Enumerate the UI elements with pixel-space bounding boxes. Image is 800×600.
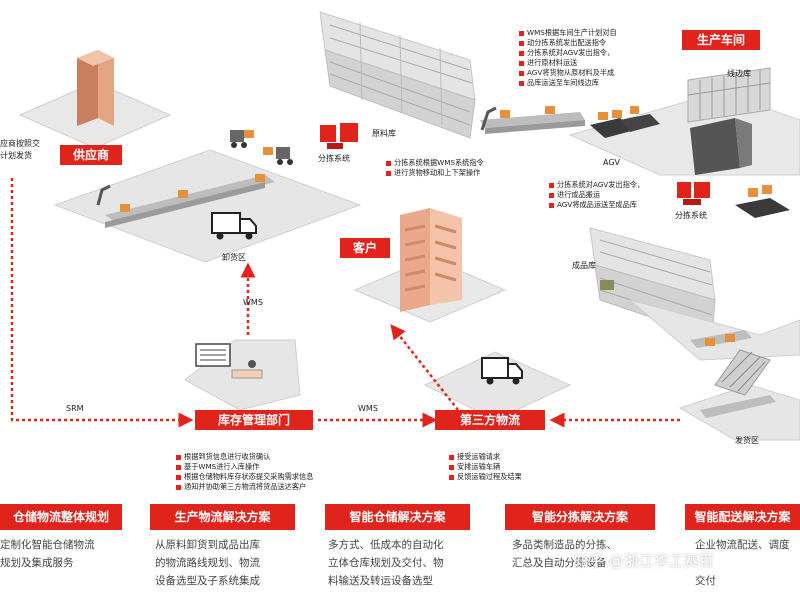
label-unload-area: 卸货区 xyxy=(222,253,246,262)
solution-title-sorting: 智能分拣解决方案 xyxy=(505,504,655,530)
note-item: 根据仓储物料库存状态提交采购需求信息 xyxy=(175,472,313,482)
supplier-note-line2: 计划发货 xyxy=(0,151,32,160)
customer-platform xyxy=(353,208,507,323)
note-item: 分拣系统根据WMS系统指令 xyxy=(385,158,484,168)
label-raw-store: 原料库 xyxy=(372,129,396,138)
node-supplier: 供应商 xyxy=(60,145,122,165)
note-item: 分拣系统对AGV发出指令， xyxy=(518,48,617,58)
solution-title-delivery: 智能配送解决方案 xyxy=(685,504,800,530)
inventory-platform xyxy=(184,339,301,411)
note-item: 分拣系统对AGV发出指令， xyxy=(548,180,644,190)
note-item: WMS根据车间生产计划对自 xyxy=(518,28,617,38)
watermark: 知乎 @浙江华工赛百 xyxy=(574,552,714,570)
note-item: 基于WMS进行入库操作 xyxy=(175,462,313,472)
supplier-platform xyxy=(18,50,172,149)
agv-vehicles xyxy=(590,106,660,138)
solution-desc-sorting: 多品类制造品的分拣、 汇总及自动分拣设备 xyxy=(512,539,617,569)
note-top-right: WMS根据车间生产计划对自 动分拣系统发出配送指令 分拣系统对AGV发出指令， … xyxy=(518,28,617,88)
label-agv: AGV xyxy=(603,158,621,167)
solution-desc-planning: 定制化智能仓储物流 规划及集成服务 xyxy=(0,539,95,569)
label-wms-horizontal: WMS xyxy=(358,404,378,413)
workshop-conveyor xyxy=(480,106,585,134)
note-item: 通知并协助第三方物流将货品送达客户 xyxy=(175,482,313,492)
label-line-store: 线边库 xyxy=(727,69,751,78)
note-item-cont: 进行原材料运送 xyxy=(518,58,617,68)
solution-title-warehouse: 智能仓储解决方案 xyxy=(325,504,470,530)
label-ship-area: 发货区 xyxy=(735,436,759,445)
note-item: 接受运输请求 xyxy=(448,452,522,462)
truck-unload-icon xyxy=(211,212,257,240)
note-middle: 分拣系统根据WMS系统指令 进行货物移动和上下架操作 xyxy=(385,158,484,178)
node-workshop: 生产车间 xyxy=(682,30,760,50)
note-item: 安排运输车辆 xyxy=(448,462,522,472)
agv-right xyxy=(735,185,790,218)
label-wms-vertical: WMS xyxy=(243,298,263,307)
node-inventory-dept: 库存管理部门 xyxy=(195,410,313,430)
logistics-platform xyxy=(423,351,572,421)
note-item: AGV将成品运送至成品库 xyxy=(548,200,644,210)
sorting-boxes-right-icon xyxy=(677,182,710,205)
note-item-cont: 动分拣系统发出配送指令 xyxy=(518,38,617,48)
note-inventory: 根据到货信息进行收货确认 基于WMS进行入库操作 根据仓储物料库存状态提交采购需… xyxy=(175,452,313,492)
solution-desc-production: 从原料卸货到成品出库 的物流路线规划、物流 设备选型及子系统集成 xyxy=(155,539,260,587)
note-item-cont: 品库运送至车间线边库 xyxy=(518,78,617,88)
unloading-platform xyxy=(53,149,362,263)
node-third-party-logistics: 第三方物流 xyxy=(435,410,545,430)
raw-material-warehouse xyxy=(319,11,476,139)
note-right: 分拣系统对AGV发出指令， 进行成品搬运 AGV将成品运送至成品库 xyxy=(548,180,644,210)
truck-logistics-icon xyxy=(481,357,523,385)
sorting-boxes-icon xyxy=(320,123,358,149)
note-item: 反馈运输过程及结果 xyxy=(448,472,522,482)
solution-title-planning: 仓储物流整体规划 xyxy=(0,504,122,530)
supplier-note-line1: 应商按照交 xyxy=(0,139,40,148)
note-item: AGV将货物从原材料及半成 xyxy=(518,68,617,78)
node-customer: 客户 xyxy=(340,238,390,258)
label-sort-top: 分拣系统 xyxy=(318,154,350,163)
workshop-platform xyxy=(568,67,800,176)
note-item-cont: 进行货物移动和上下架操作 xyxy=(385,168,484,178)
solution-desc-warehouse: 多方式、低成本的自动化 立体仓库规划及交付、物 料输送及转运设备选型 xyxy=(328,539,444,587)
finished-goods-warehouse xyxy=(589,227,800,361)
solution-title-production: 生产物流解决方案 xyxy=(150,504,295,530)
note-item-cont: 进行成品搬运 xyxy=(548,190,644,200)
label-srm: SRM xyxy=(66,404,84,413)
note-logistics: 接受运输请求 安排运输车辆 反馈运输过程及结果 xyxy=(448,452,522,482)
label-finished-store: 成品库 xyxy=(572,261,596,270)
label-sort-right: 分拣系统 xyxy=(675,211,707,220)
solution-desc-delivery: 企业物流配送、调度 交付 xyxy=(695,539,790,587)
shipping-platform xyxy=(678,330,800,441)
note-item: 根据到货信息进行收货确认 xyxy=(175,452,313,462)
forklift-icon xyxy=(230,130,293,165)
flow-arrows xyxy=(10,178,680,428)
